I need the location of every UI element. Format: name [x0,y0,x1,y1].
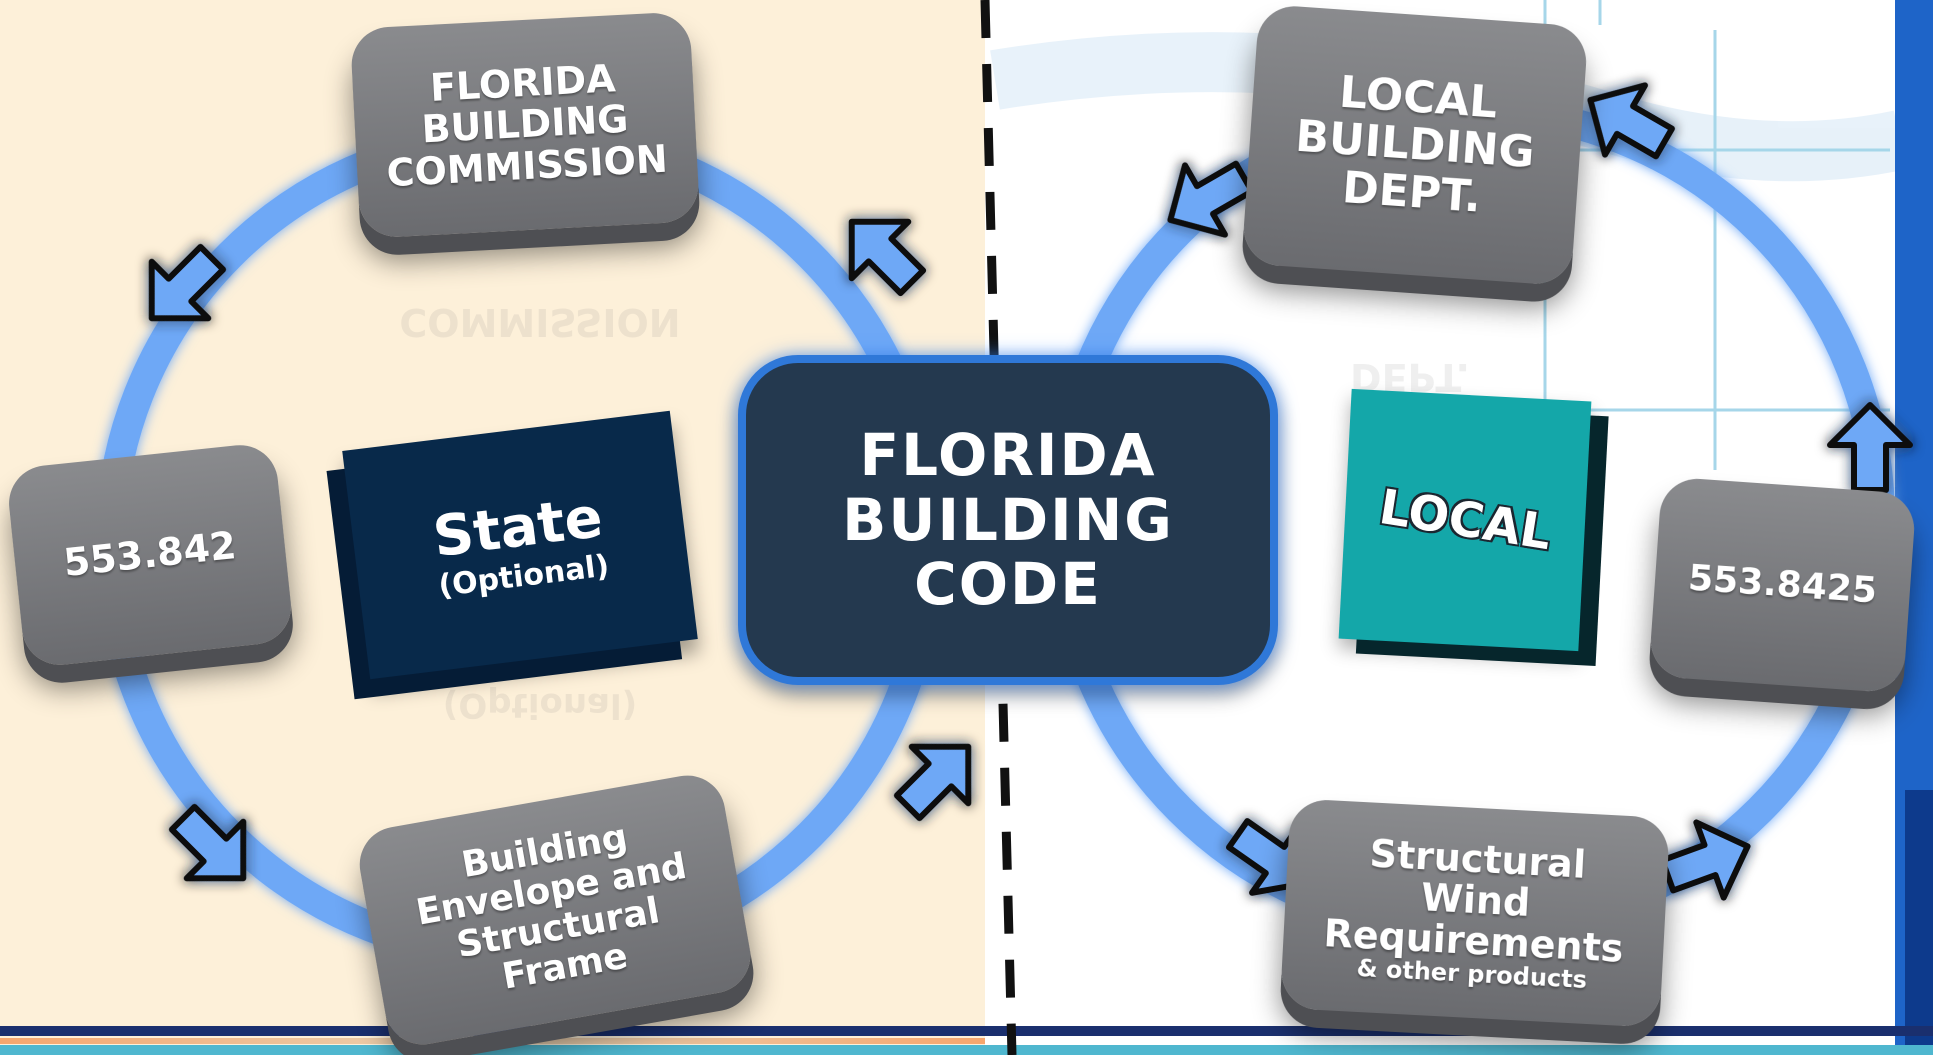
cycle-arrow-icon [1587,82,1675,160]
cycle-arrow-icon [1659,819,1751,901]
local-building-dept-box: LOCAL BUILDING DEPT. [1241,3,1589,287]
bottom-stripe-accent [0,1038,985,1044]
dept-line-3: DEPT. [1340,161,1483,223]
cycle-arrow-icon [1167,160,1255,238]
commission-reflection: COMMISSION [399,300,681,344]
bottom-stripe-navy [0,1026,1933,1036]
cycle-arrow-icon [893,743,972,822]
local-title: LOCAL [1375,478,1555,562]
state-reflection: (Optional) [442,685,638,725]
statute-553-8425-label: 553.8425 [1686,557,1879,612]
local-box: LOCAL [1338,388,1592,652]
code-line-2: BUILDING [842,485,1174,554]
state-optional-box: State (Optional) [342,410,698,680]
code-line-3: CODE [914,550,1102,619]
structural-wind-box: Structural Wind Requirements & other pro… [1279,798,1671,1028]
florida-building-commission-box: FLORIDA BUILDING COMMISSION [349,11,701,239]
statute-553-8425-box: 553.8425 [1648,476,1917,694]
florida-building-code-box: FLORIDA BUILDING CODE [738,355,1278,685]
code-line-1: FLORIDA [859,420,1157,489]
statute-553-842-label: 553.842 [61,523,239,586]
statute-553-842-box: 553.842 [5,441,295,669]
right-edge-bar-dark [1905,790,1933,1055]
cycle-arrow-icon [148,243,227,322]
cycle-arrow-icon [168,803,247,882]
cycle-arrow-icon [848,218,927,297]
bottom-stripe-teal [0,1045,1933,1055]
